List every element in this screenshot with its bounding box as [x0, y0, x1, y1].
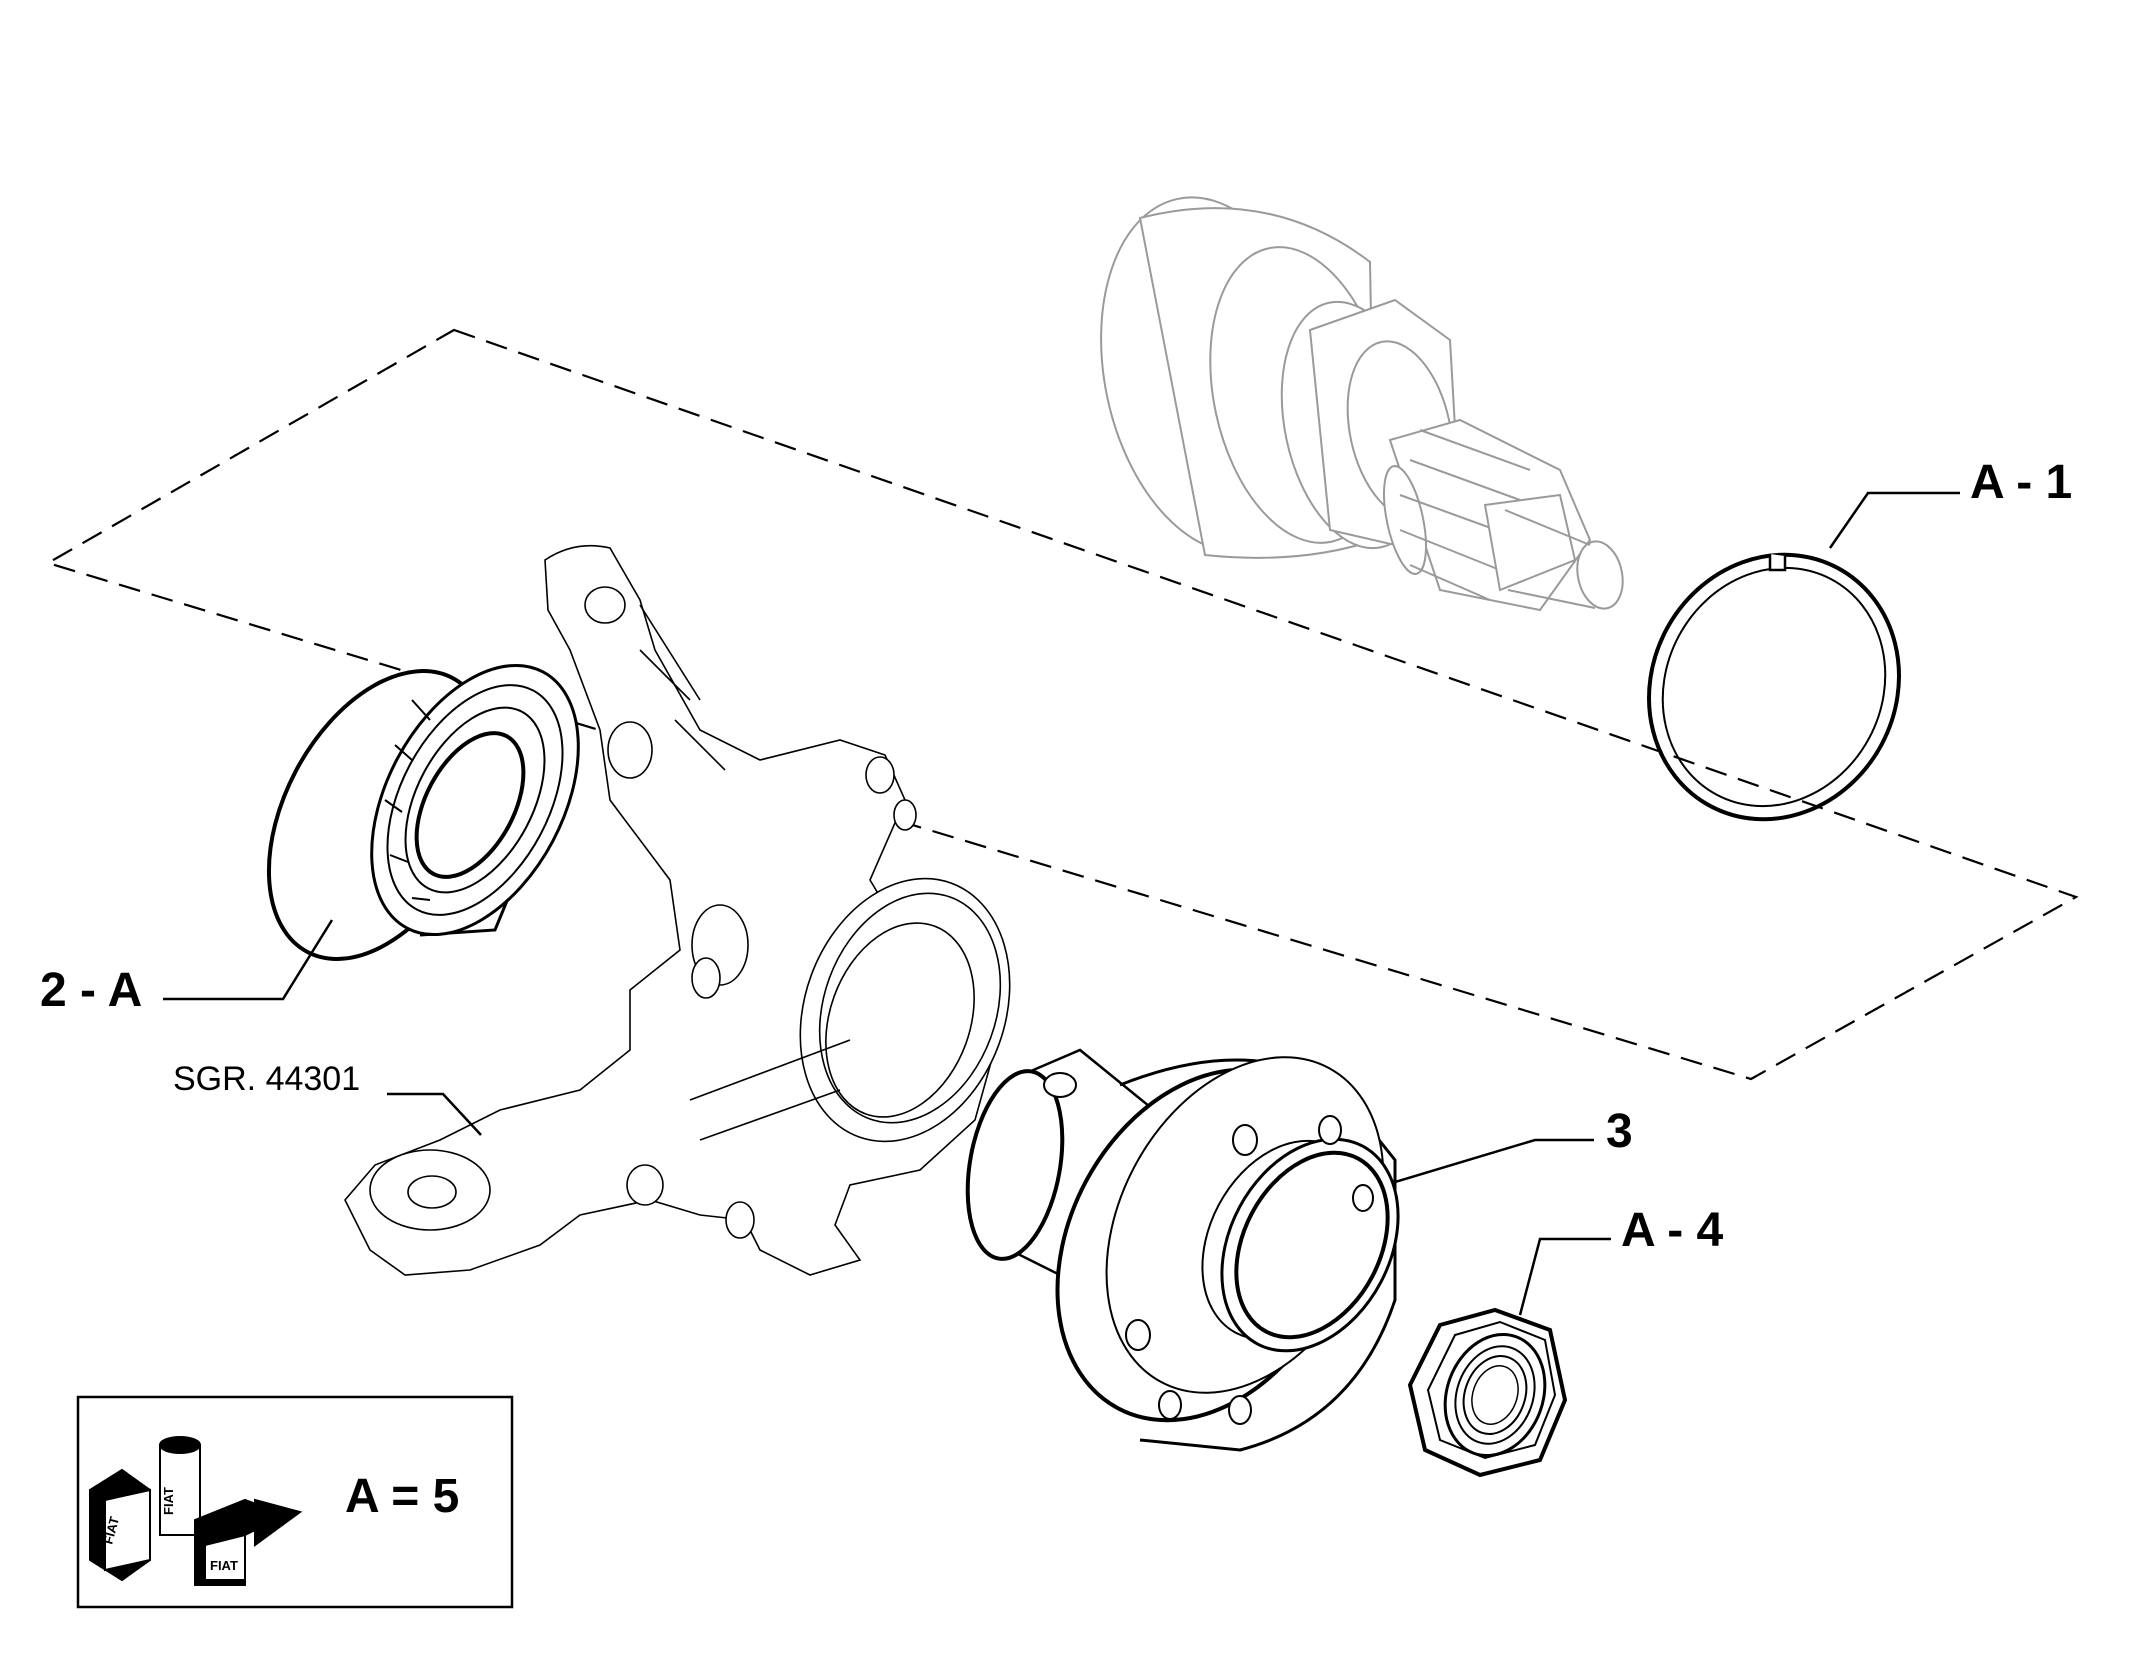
callout-part-1: A - 1: [1970, 456, 2072, 509]
steering-knuckle: [344, 544, 1011, 1276]
legend-text: A = 5: [345, 1470, 459, 1523]
lubricant-fit-icon: [89, 1436, 303, 1586]
leader-part-2: [163, 919, 334, 1001]
wheel-bearing-part-2: [266, 663, 580, 961]
logo-text-left: FIAT: [100, 1515, 122, 1546]
callout-part-3: 3: [1606, 1105, 1633, 1158]
callout-part-4: A - 4: [1621, 1204, 1724, 1257]
legend-box: FIAT FIAT FIAT A = 5: [76, 1395, 514, 1609]
callout-reference: SGR. 44301: [173, 1060, 360, 1098]
leader-part-3: [1394, 1138, 1594, 1184]
snap-ring-part-1: [1647, 552, 1901, 822]
dashed-group-outline: [45, 328, 2079, 1081]
wheel-hub-part-3: [965, 1048, 1400, 1452]
logo-text-right: FIAT: [210, 1558, 238, 1573]
hub-nut-part-4: [1407, 1307, 1568, 1478]
leader-lines: [163, 491, 1960, 1316]
leader-part-1: [1828, 491, 1960, 549]
logo-text-cylinder: FIAT: [161, 1487, 176, 1515]
leader-part-4: [1518, 1237, 1611, 1316]
callout-part-2: 2 - A: [40, 964, 142, 1017]
leader-reference: [387, 1092, 482, 1136]
cv-joint-reference: [1100, 196, 1624, 612]
